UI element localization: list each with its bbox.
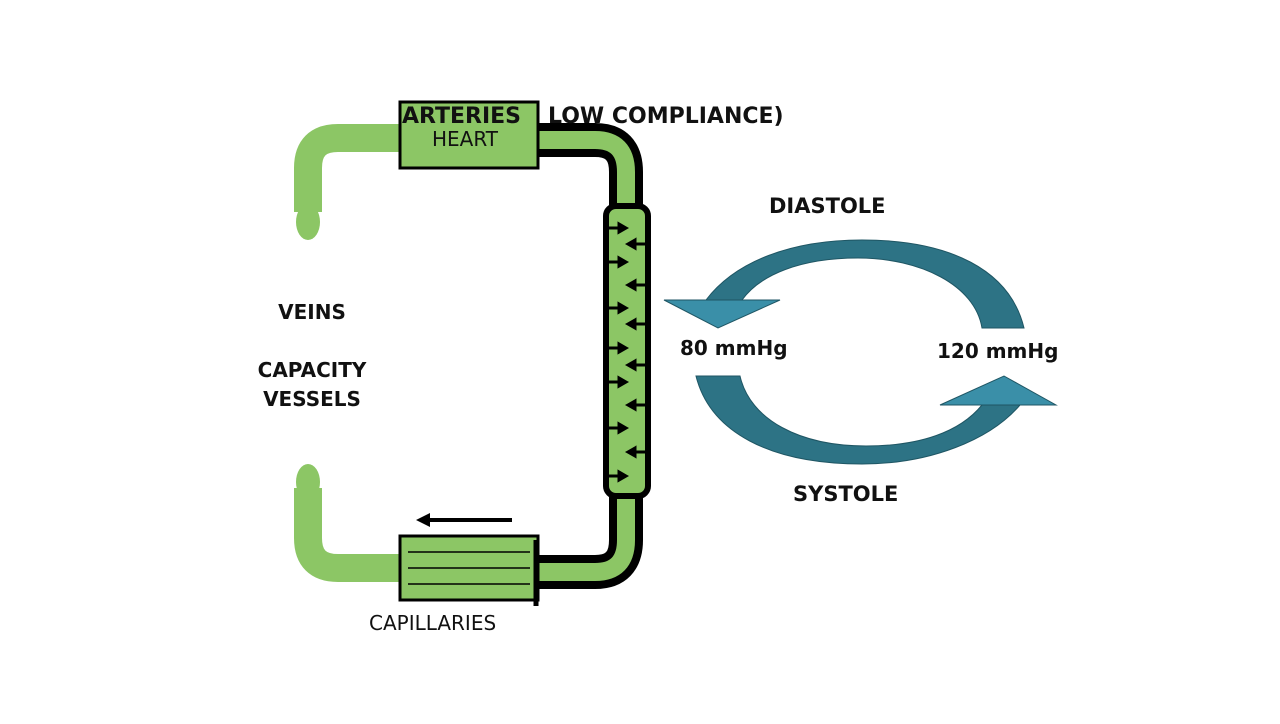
low-compliance-label: LOW COMPLIANCE) — [548, 104, 784, 129]
veins-label: VEINS — [278, 300, 346, 324]
compliance-chamber — [603, 203, 651, 499]
cardiac-cycle — [663, 239, 1058, 465]
systole-arrowhead — [939, 375, 1058, 406]
capillaries-label: CAPILLARIES — [369, 611, 497, 635]
systole-arc — [695, 375, 1022, 465]
diastole-arrowhead — [663, 299, 781, 329]
capillary-lines — [408, 551, 530, 585]
pressure-low-label: 80 mmHg — [680, 336, 788, 360]
vein-tube-top — [294, 124, 400, 212]
diastole-arc — [704, 239, 1025, 329]
heart-label: HEART — [432, 127, 499, 151]
diastole-label: DIASTOLE — [769, 194, 886, 218]
flow-arrow — [416, 513, 512, 527]
compliance-arrows — [609, 221, 645, 483]
capacity-label: CAPACITY — [257, 358, 367, 382]
arteries-label: ARTERIES — [402, 104, 522, 129]
systole-label: SYSTOLE — [793, 482, 899, 506]
heart-box — [398, 100, 540, 170]
vein-end-bottom — [296, 464, 320, 500]
pressure-high-label: 120 mmHg — [937, 339, 1059, 363]
vein-end-top — [296, 204, 320, 240]
vessels-label: VESSELS — [263, 387, 361, 411]
vein-tube-bottom — [294, 488, 400, 582]
